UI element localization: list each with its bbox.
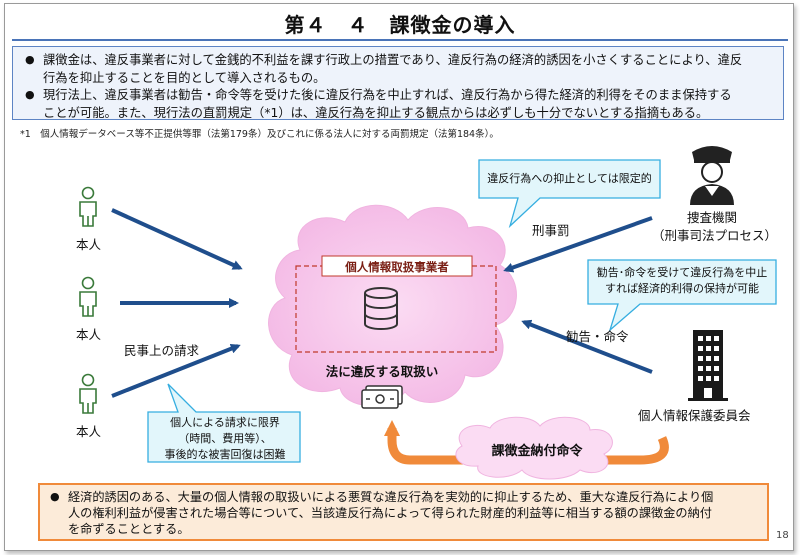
- building-icon: [688, 330, 728, 401]
- bullet-2-line-2: ことが可能。また、現行法の直罰規定（*1）は、違反行為を抑止する観点からは必ずし…: [43, 106, 709, 120]
- recommendation-order-label: 勧告・命令: [566, 329, 629, 344]
- investigation-agency-name: 捜査機関: [686, 210, 737, 225]
- civil-callout-bubble: [147, 383, 301, 463]
- criminal-callout-bubble: [478, 159, 661, 229]
- database-icon: [364, 287, 398, 330]
- civil-claim-label: 民事上の請求: [124, 343, 200, 358]
- commission-label: 個人情報保護委員会: [638, 408, 751, 423]
- bullet-dot: ●: [50, 490, 60, 503]
- order-callout-bubble: [587, 259, 777, 332]
- civil-callout-line-3: 事後的な被害回復は困難: [164, 448, 286, 461]
- order-callout-line-2: すれば経済的利得の保持が可能: [605, 282, 759, 295]
- person-icon: [79, 373, 97, 414]
- order-callout-text: 勧告･命令を受けて違反行為を中止 すれば経済的利得の保持が可能: [588, 265, 776, 297]
- order-arrow: [521, 319, 653, 374]
- person-icon: [79, 186, 97, 227]
- conclusion-line-3: を命ずることとする。: [68, 522, 190, 536]
- business-label: 個人情報取扱事業者: [345, 260, 449, 274]
- investigation-agency: 捜査機関 （刑事司法プロセス）: [652, 209, 778, 245]
- civil-callout-line-1: 個人による請求に限界: [170, 416, 280, 429]
- police-officer-icon: [690, 146, 734, 205]
- money-icon: [361, 385, 403, 409]
- surcharge-order-label: 課徴金納付命令: [491, 444, 583, 459]
- person-label-2: 本人: [76, 327, 102, 342]
- person-label-3: 本人: [76, 424, 102, 439]
- civil-callout-text: 個人による請求に限界 （時間、費用等）、 事後的な被害回復は困難: [150, 415, 300, 463]
- summary-bullet-2: ● 現行法上、違反事業者は勧告・命令等を受けた後に違反行為を中止すれば、違反行為…: [25, 86, 732, 122]
- conclusion-bullet: ● 経済的誘因のある、大量の個人情報の取扱いによる悪質な違反行為を実効的に抑止す…: [50, 489, 713, 537]
- person-label-1: 本人: [76, 237, 102, 252]
- violation-label: 法に違反する取扱い: [325, 364, 439, 379]
- conclusion-box: ● 経済的誘因のある、大量の個人情報の取扱いによる悪質な違反行為を実効的に抑止す…: [38, 483, 769, 541]
- title-rule: [12, 39, 788, 41]
- bullet-1-line-1: 課徴金は、違反事業者に対して金銭的不利益を課す行政上の措置であり、違反行為の経済…: [43, 53, 743, 67]
- surcharge-arrow: [384, 420, 669, 465]
- conclusion-line-2: 人の権利利益が侵害された場合等について、当該違反行為によって得られた財産的利益等…: [68, 506, 712, 520]
- business-label-box: [321, 255, 473, 277]
- summary-bullet-1: ● 課徴金は、違反事業者に対して金銭的不利益を課す行政上の措置であり、違反行為の…: [25, 51, 742, 87]
- conclusion-line-1: 経済的誘因のある、大量の個人情報の取扱いによる悪質な違反行為を実効的に抑止するた…: [68, 490, 714, 504]
- slide-title: 第４ ４ 課徴金の導入: [284, 13, 516, 37]
- bullet-dot: ●: [25, 88, 35, 101]
- criminal-callout-text: 違反行為への抑止としては限定的: [487, 172, 652, 185]
- claim-arrow-1: [111, 208, 243, 270]
- criminal-arrow: [503, 216, 653, 273]
- criminal-penalty-label: 刑事罰: [532, 223, 570, 238]
- page-number: 18: [776, 530, 789, 541]
- bullet-1-line-2: 行為を抑止することを目的として導入されるもの。: [43, 71, 326, 85]
- footnote: *1 個人情報データベース等不正提供等罪（法第179条）及びこれに係る法人に対す…: [20, 129, 499, 140]
- civil-callout-line-2: （時間、費用等）、: [178, 432, 272, 445]
- claim-arrow-3: [111, 343, 241, 398]
- investigation-agency-process: （刑事司法プロセス）: [652, 228, 778, 243]
- bullet-dot: ●: [25, 53, 35, 66]
- order-callout-line-1: 勧告･命令を受けて違反行為を中止: [596, 266, 768, 279]
- person-icon: [79, 276, 97, 317]
- bullet-2-line-1: 現行法上、違反事業者は勧告・命令等を受けた後に違反行為を中止すれば、違反行為から…: [43, 88, 732, 102]
- surcharge-cloud: [455, 416, 613, 480]
- summary-box: ● 課徴金は、違反事業者に対して金銭的不利益を課す行政上の措置であり、違反行為の…: [12, 46, 784, 120]
